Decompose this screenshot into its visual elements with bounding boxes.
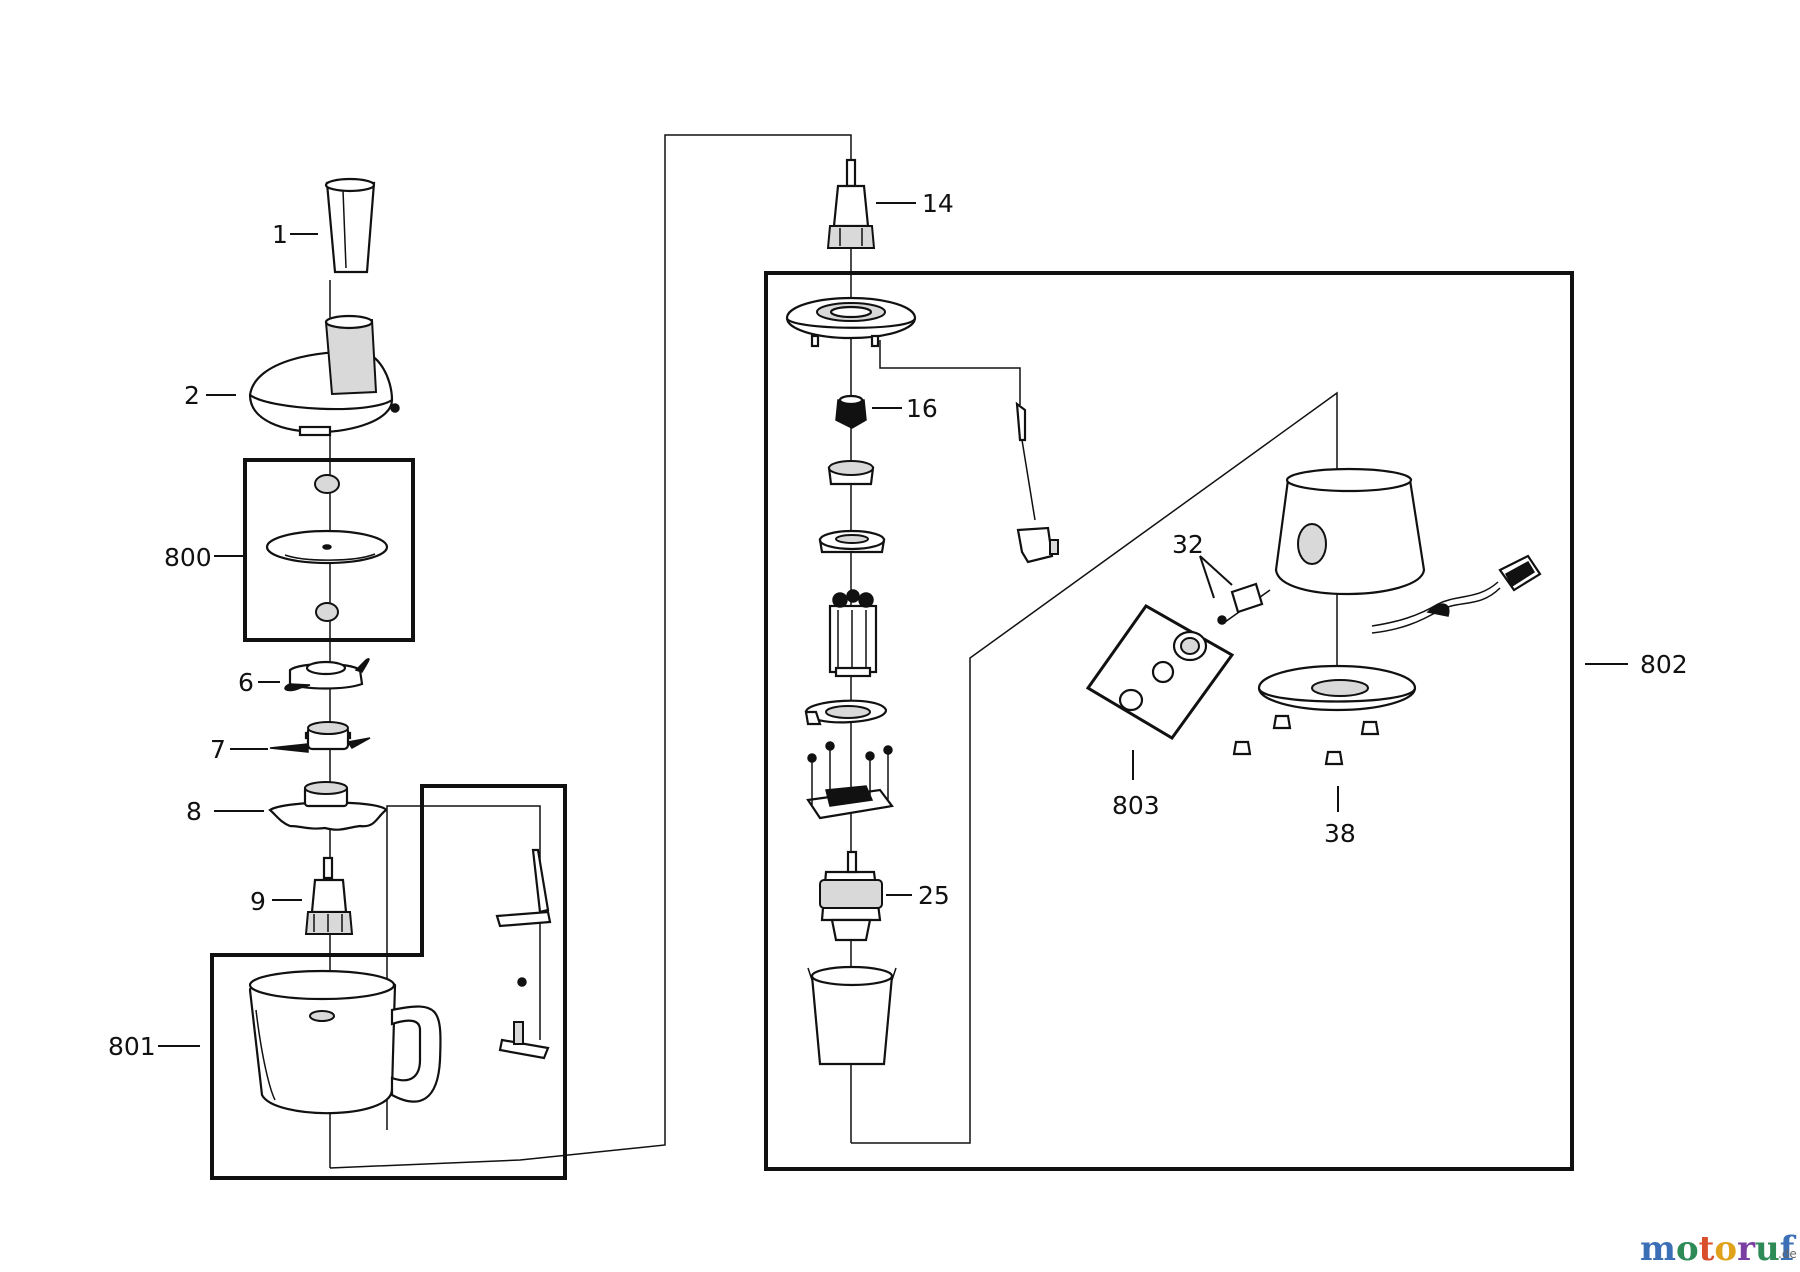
leader-32b [1199, 555, 1233, 586]
watermark-logo: motoruf [1640, 1229, 1797, 1269]
label-part-16: 16 [906, 394, 938, 423]
label-part-802: 802 [1640, 650, 1688, 679]
knife-blade-part [269, 721, 371, 753]
watermark-letter: t [1699, 1229, 1715, 1269]
watermark-letter: f [1780, 1229, 1797, 1269]
label-part-8: 8 [186, 797, 202, 826]
leader-32a [1199, 555, 1215, 599]
label-part-32: 32 [1172, 530, 1204, 559]
switch-connector-line [879, 340, 1021, 405]
label-part-38: 38 [1324, 819, 1356, 848]
group-802-frame [764, 271, 1574, 1171]
switch-bracket-part [1217, 582, 1264, 625]
label-part-6: 6 [238, 668, 254, 697]
gear-nut-part [835, 394, 867, 429]
label-part-1: 1 [272, 220, 288, 249]
watermark-letter: o [1714, 1229, 1737, 1269]
base-connector-line [851, 391, 1338, 1144]
label-part-9: 9 [250, 887, 266, 916]
watermark-suffix: .de [1778, 1247, 1797, 1261]
mount-plate-part [785, 296, 917, 348]
connector-left-to-right [329, 134, 852, 1169]
bearing-cup-part [827, 460, 875, 486]
lid-part [248, 314, 400, 437]
label-part-800: 800 [164, 543, 212, 572]
label-part-803: 803 [1112, 791, 1160, 820]
group-801-frame [210, 784, 567, 1180]
power-cord-part [1371, 554, 1542, 634]
watermark-letter: m [1640, 1229, 1676, 1269]
label-part-25: 25 [918, 881, 950, 910]
motor-housing-part [807, 965, 897, 1066]
safety-rod-part [495, 848, 552, 1060]
base-plate-part [1257, 664, 1417, 712]
watermark-letter: o [1676, 1229, 1699, 1269]
watermark-letter: u [1755, 1229, 1780, 1269]
bowl-part [248, 969, 442, 1115]
label-part-801: 801 [108, 1032, 156, 1061]
chopping-blade-part [284, 658, 370, 692]
knob-assembly-part [1118, 630, 1208, 712]
motor-bracket-part [806, 741, 894, 820]
group-803-frame [1085, 604, 1235, 740]
pusher-part [324, 177, 376, 274]
bearing-ring-part [818, 529, 886, 554]
spindle-part [304, 856, 354, 935]
watermark-letter: r [1737, 1229, 1756, 1269]
switch-plate-part [804, 699, 888, 726]
label-part-2: 2 [184, 381, 200, 410]
label-part-7: 7 [210, 735, 226, 764]
switch-lever-part [1015, 401, 1059, 564]
motor-part [819, 850, 883, 942]
slicing-disc-part [265, 474, 389, 622]
label-part-14: 14 [922, 189, 954, 218]
group-800-frame [243, 458, 415, 642]
motor-frame-part [828, 589, 878, 678]
feet-part [1232, 714, 1380, 766]
emulsifier-disc-part [268, 781, 388, 831]
base-housing-part [1274, 467, 1426, 596]
coupler-part [826, 158, 876, 249]
